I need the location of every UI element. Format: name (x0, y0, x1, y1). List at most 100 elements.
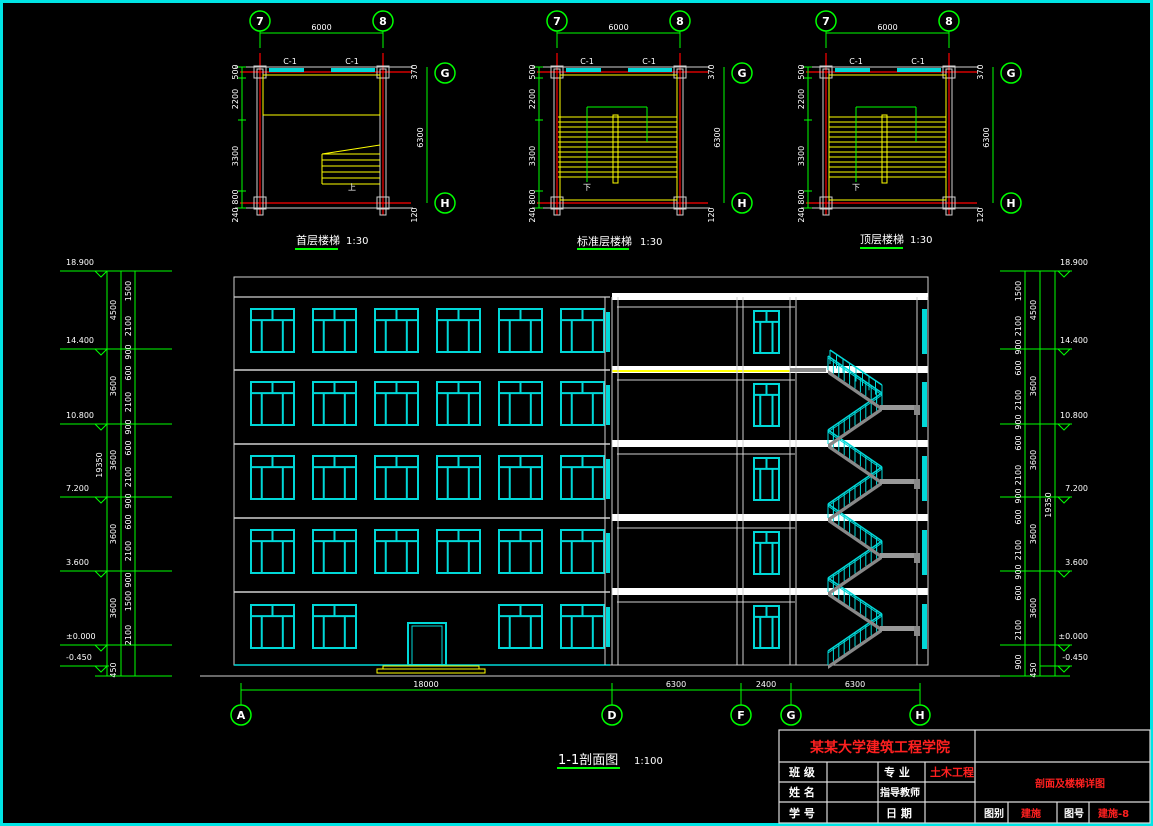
detail-dim: 2100 (124, 625, 133, 645)
right-dim: 370 (410, 64, 419, 79)
column (550, 65, 564, 79)
plan-scale: 1:30 (346, 236, 368, 247)
level-triangle (94, 644, 108, 652)
axis-g-bubble-label: G (440, 67, 449, 80)
stair-flights (321, 144, 381, 185)
floor-height-dim: 450 (109, 662, 118, 677)
level-triangle (1057, 423, 1071, 431)
left-dim: 3300 (528, 146, 537, 166)
level-triangle (1057, 270, 1071, 278)
slab (612, 588, 928, 595)
stair-hall-side-window (922, 309, 927, 354)
stair-hall-window (753, 531, 780, 575)
section-window (606, 607, 610, 647)
detail-dim: 2100 (124, 541, 133, 561)
axis-7-bubble-label: 7 (256, 15, 264, 28)
stair-landing (880, 479, 918, 484)
axis-dim: 6300 (666, 680, 686, 689)
span-dim: 6000 (877, 23, 897, 32)
drawing-type-label: 图别 (984, 807, 1004, 820)
column (253, 65, 267, 79)
left-dim: 240 (528, 207, 537, 222)
level-mark: 7.200 (1065, 484, 1088, 493)
window-c1 (269, 68, 304, 72)
detail-dim: 600 (1014, 509, 1023, 524)
section-window (606, 533, 610, 573)
window-c1 (331, 68, 375, 72)
left-dim: 500 (528, 64, 537, 79)
drawing-number-label: 图号 (1064, 808, 1084, 820)
stair-landing (880, 405, 918, 410)
section-stairs (827, 349, 883, 669)
axis-h-bubble (731, 192, 753, 214)
window (250, 381, 295, 426)
left-dim: 500 (797, 64, 806, 79)
floor-height-dim: 3600 (109, 524, 118, 544)
window (312, 455, 357, 500)
axis-dim: 2400 (756, 680, 776, 689)
landing-beam (914, 479, 920, 489)
stair-slab (828, 481, 882, 522)
detail-dim: 2100 (1014, 390, 1023, 410)
window-label: C-1 (580, 57, 594, 66)
floor-height-dim: 3600 (1029, 450, 1038, 470)
right-dim: 120 (410, 207, 419, 222)
floor-height-dim: 4500 (1029, 300, 1038, 320)
student-id-label: 学 号 (789, 806, 815, 820)
stair-hall-window (753, 383, 780, 427)
window (560, 529, 605, 574)
span-dim: 6000 (311, 23, 331, 32)
axis-g-bubble (731, 62, 753, 84)
wall (379, 68, 387, 216)
window-label: C-1 (849, 57, 863, 66)
window-label: C-1 (345, 57, 359, 66)
stair-hall-window (753, 310, 780, 354)
level-triangle (1057, 644, 1071, 652)
window (498, 308, 543, 353)
level-mark: 14.400 (66, 336, 94, 345)
depth-dim: 6300 (982, 127, 991, 147)
plan-title-2: 标准层楼梯 1:30 (577, 234, 662, 250)
detail-dim: 2100 (1014, 316, 1023, 336)
window-c1 (628, 68, 672, 72)
floor-height-dim: 4500 (109, 300, 118, 320)
column (942, 196, 956, 210)
axis-bubble (230, 704, 252, 726)
detail-dim: 600 (1014, 585, 1023, 600)
detail-dim: 600 (1014, 435, 1023, 450)
left-dim: 500 (231, 64, 240, 79)
window-label: C-1 (642, 57, 656, 66)
column (673, 65, 687, 79)
window (560, 381, 605, 426)
right-dim: 370 (707, 64, 716, 79)
axis-h-bubble (434, 192, 456, 214)
left-dim: 2200 (797, 89, 806, 109)
stair-slab (828, 370, 882, 411)
stair-flights (558, 106, 677, 184)
level-triangle (94, 570, 108, 578)
detail-dim: 900 (124, 419, 133, 434)
detail-dim: 900 (1014, 339, 1023, 354)
window (436, 455, 481, 500)
name-label: 姓 名 (789, 785, 815, 799)
axis-bubble-label: D (607, 709, 616, 722)
title-block (778, 729, 1151, 824)
stair-hall-side-window (922, 456, 927, 501)
axis-dim: 18000 (413, 680, 438, 689)
inner-wall-line (262, 74, 381, 116)
window (560, 604, 605, 649)
detail-dim: 600 (124, 440, 133, 455)
section-window (606, 459, 610, 499)
line (321, 144, 381, 155)
window (312, 529, 357, 574)
class-label: 班 级 (789, 765, 816, 779)
detail-dim: 600 (124, 514, 133, 529)
axis-dim: 6300 (845, 680, 865, 689)
axis-7-bubble-label: 7 (822, 15, 830, 28)
window (250, 455, 295, 500)
stair-slab (828, 592, 882, 632)
axis-h-bubble (1000, 192, 1022, 214)
window (374, 381, 419, 426)
